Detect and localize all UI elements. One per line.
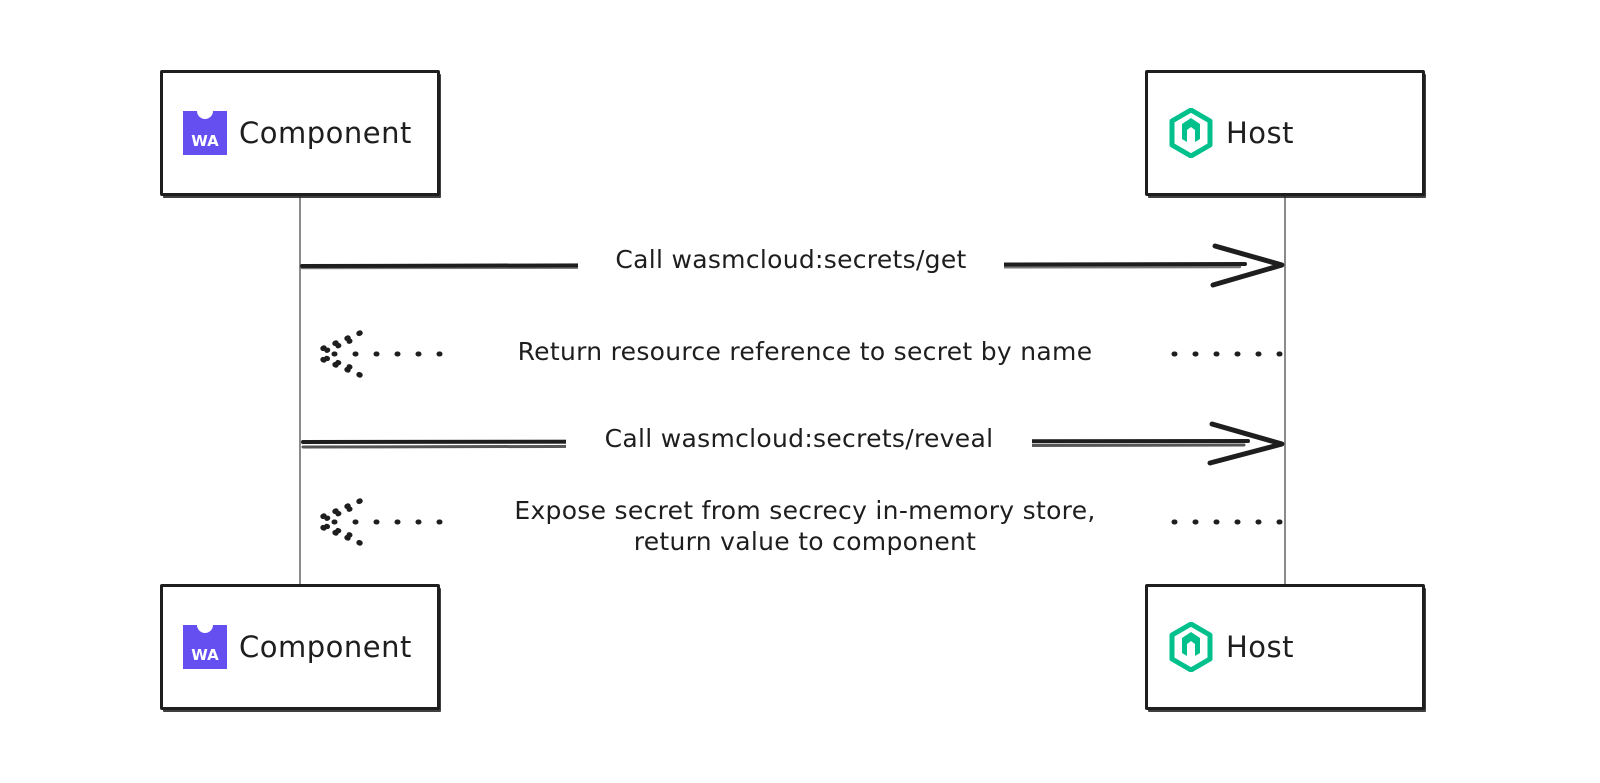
wasmcloud-hexagon-icon <box>1169 108 1213 158</box>
message-label-4-line-1: Expose secret from secrecy in-memory sto… <box>514 496 1096 525</box>
message-arrow-2 <box>309 330 1286 378</box>
message-label-2: Return resource reference to secret by n… <box>452 336 1158 368</box>
message-label-4-line-2: return value to component <box>633 527 977 557</box>
svg-text:WA: WA <box>191 646 219 664</box>
lifeline-component <box>299 196 301 596</box>
participant-component-top[interactable]: WA Component <box>160 70 440 196</box>
webassembly-logo-icon: WA <box>183 111 227 155</box>
participant-label: Component <box>239 116 412 150</box>
lifeline-host <box>1284 196 1286 596</box>
participant-component-bottom[interactable]: WA Component <box>160 584 440 710</box>
message-label-1: Call wasmcloud:secrets/get <box>578 244 1004 276</box>
participant-label: Host <box>1226 116 1295 150</box>
participant-label: Host <box>1226 630 1295 664</box>
participant-host-top[interactable]: Host <box>1145 70 1425 196</box>
webassembly-logo-icon: WA <box>183 625 227 669</box>
message-label-4-container: Expose secret from secrecy in-memory sto… <box>452 495 1158 558</box>
message-arrow-4 <box>309 498 1286 546</box>
message-label-3: Call wasmcloud:secrets/reveal <box>566 423 1032 455</box>
wasmcloud-hexagon-icon <box>1169 622 1213 672</box>
participant-label: Component <box>239 630 412 664</box>
svg-text:WA: WA <box>191 132 219 150</box>
participant-host-bottom[interactable]: Host <box>1145 584 1425 710</box>
